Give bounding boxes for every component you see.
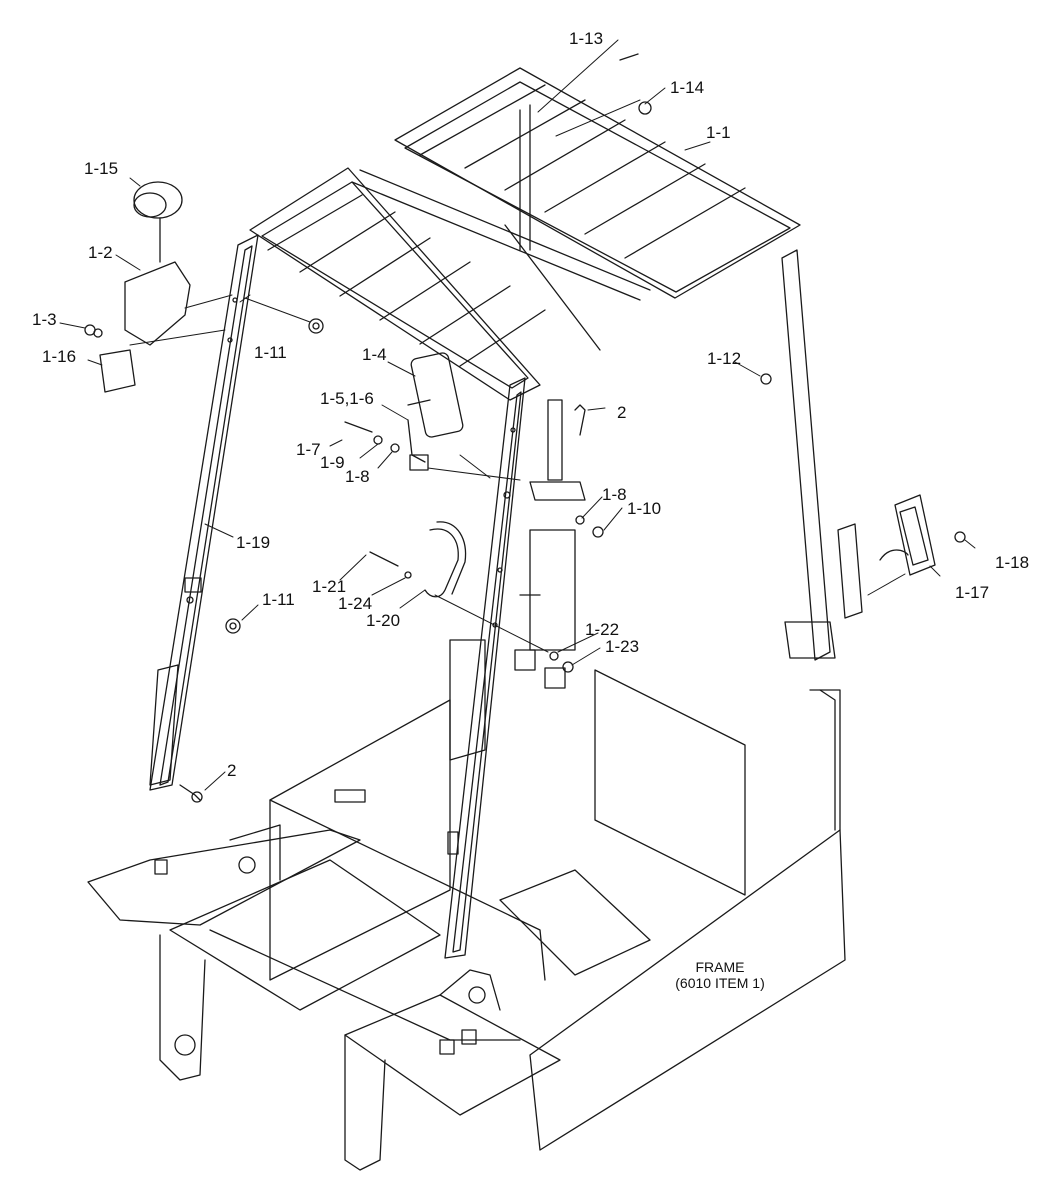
callout-1-11-top: 1-11 bbox=[254, 343, 287, 362]
callout-1-1: 1-1 bbox=[706, 123, 731, 142]
mirror-icon bbox=[410, 352, 464, 438]
rear-canopy-frame bbox=[395, 68, 862, 660]
callout-1-8-left: 1-8 bbox=[345, 467, 370, 486]
frame-reference-note: FRAME (6010 ITEM 1) bbox=[660, 959, 780, 991]
light-bracket-icon bbox=[125, 262, 190, 345]
mirror-assembly bbox=[408, 352, 464, 470]
callout-1-10: 1-10 bbox=[627, 499, 662, 518]
fasteners bbox=[180, 54, 965, 802]
front-canopy-top bbox=[250, 168, 650, 400]
callout-1-21: 1-21 bbox=[312, 577, 347, 596]
work-light-assembly bbox=[85, 182, 190, 392]
callout-1-19: 1-19 bbox=[236, 533, 271, 552]
callout-2-top: 2 bbox=[617, 403, 627, 422]
post-brackets bbox=[515, 400, 585, 688]
callout-1-18: 1-18 bbox=[995, 553, 1030, 572]
callout-1-16: 1-16 bbox=[42, 347, 77, 366]
leader-lines bbox=[60, 40, 975, 790]
callout-1-12: 1-12 bbox=[707, 349, 742, 368]
right-front-post bbox=[445, 378, 525, 958]
frame-note-item: (6010 ITEM 1) bbox=[675, 975, 765, 992]
callout-1-24: 1-24 bbox=[338, 594, 373, 613]
callout-1-8-right: 1-8 bbox=[602, 485, 627, 504]
hand-rail-icon bbox=[425, 529, 458, 597]
hand-rail bbox=[425, 522, 466, 597]
callout-1-20: 1-20 bbox=[366, 611, 401, 630]
rear-lamp-assembly bbox=[880, 495, 935, 575]
work-light-icon bbox=[134, 182, 182, 218]
callout-1-13: 1-13 bbox=[569, 29, 604, 48]
callout-1-23: 1-23 bbox=[605, 637, 640, 656]
callout-1-15: 1-15 bbox=[84, 159, 119, 178]
callout-1-14: 1-14 bbox=[670, 78, 705, 97]
callout-1-22: 1-22 bbox=[585, 620, 620, 639]
callout-1-4: 1-4 bbox=[362, 345, 387, 364]
left-post bbox=[150, 235, 258, 790]
callout-1-7: 1-7 bbox=[296, 440, 321, 459]
callout-1-17: 1-17 bbox=[955, 583, 990, 602]
callout-1-9: 1-9 bbox=[320, 453, 345, 472]
callout-1-3: 1-3 bbox=[32, 310, 57, 329]
base-frame bbox=[88, 640, 845, 1170]
callout-1-2: 1-2 bbox=[88, 243, 113, 262]
callout-1-11-bottom: 1-11 bbox=[262, 590, 295, 609]
callout-1-5-1-6: 1-5,1-6 bbox=[320, 389, 374, 408]
callout-2-bottom: 2 bbox=[227, 761, 237, 780]
frame-note-title: FRAME bbox=[695, 959, 745, 975]
